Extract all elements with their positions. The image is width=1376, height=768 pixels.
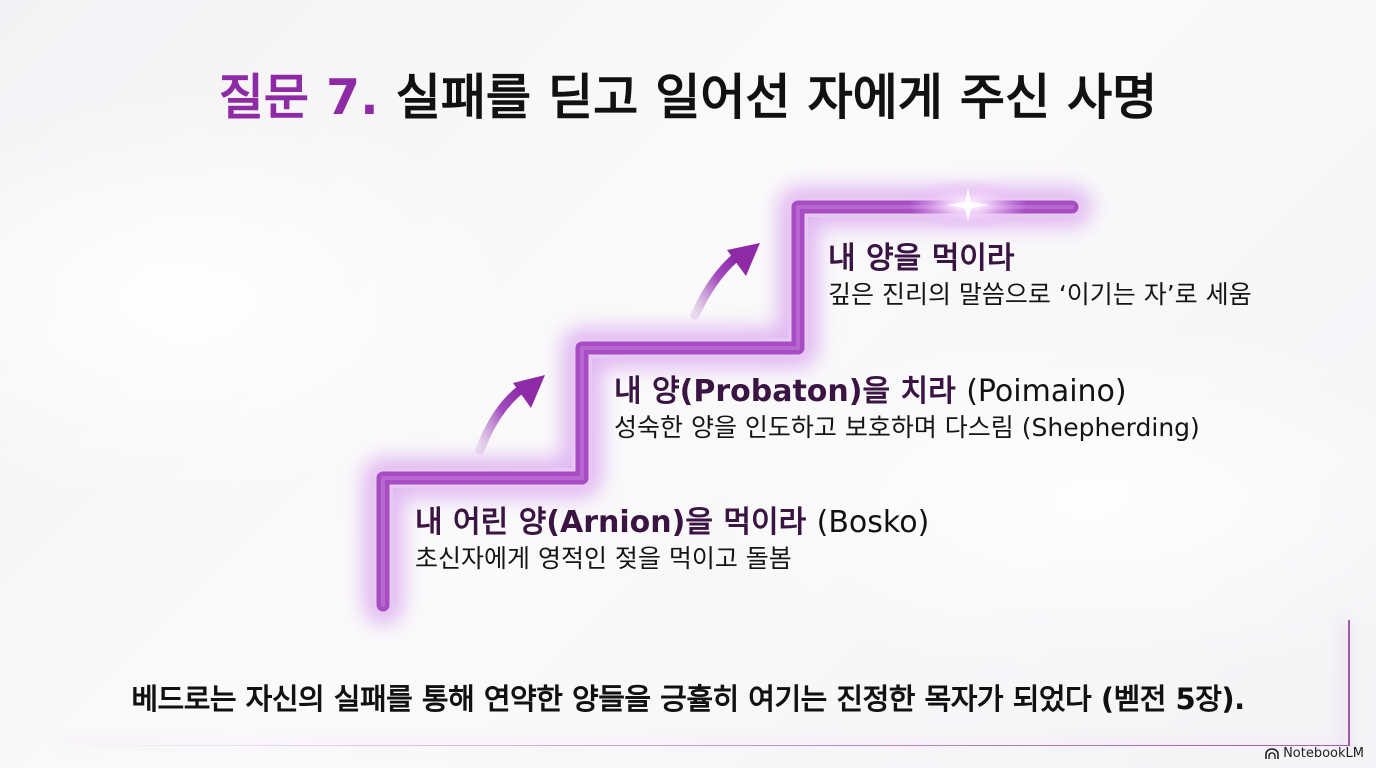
step-1-feed-my-lambs: 내 어린 양(Arnion)을 먹이라 (Bosko) 초신자에게 영적인 젖을… xyxy=(415,504,929,576)
step-2-description: 성숙한 양을 인도하고 보호하며 다스림 (Shepherding) xyxy=(614,413,1200,442)
staircase-line xyxy=(373,197,1082,615)
step-1-description: 초신자에게 영적인 젖을 먹이고 돌봄 xyxy=(415,544,792,573)
up-right-arrow-icon xyxy=(475,375,545,455)
step-1-greek-term: (Bosko) xyxy=(816,505,930,540)
sparkle-icon xyxy=(908,179,1028,231)
step-1-heading: 내 어린 양(Arnion)을 먹이라 (Bosko) xyxy=(415,505,930,540)
step-3-heading: 내 양을 먹이라 xyxy=(828,241,1015,276)
step-2-heading: 내 양(Probaton)을 치라 (Poimaino) xyxy=(614,374,1127,409)
conclusion-text: 베드로는 자신의 실패를 통해 연약한 양들을 긍휼히 여기는 진정한 목자가 … xyxy=(131,682,1245,716)
notebooklm-watermark: NotebookLM xyxy=(1265,746,1364,761)
title-question-number: 질문 7. xyxy=(218,69,379,126)
title-text: 실패를 딛고 일어선 자에게 주신 사명 xyxy=(395,69,1158,126)
notebooklm-logo-icon xyxy=(1265,747,1279,759)
step-2-tend-my-sheep: 내 양(Probaton)을 치라 (Poimaino) 성숙한 양을 인도하고… xyxy=(614,373,1200,445)
watermark-text: NotebookLM xyxy=(1283,746,1364,761)
step-3-description: 깊은 진리의 말씀으로 ‘이기는 자’로 세움 xyxy=(828,280,1252,309)
frame-border-bottom xyxy=(60,745,1350,746)
frame-border-right xyxy=(1348,620,1350,746)
up-right-arrow-icon xyxy=(690,243,760,320)
step-3-feed-my-sheep: 내 양을 먹이라 깊은 진리의 말씀으로 ‘이기는 자’로 세움 xyxy=(828,240,1252,312)
step-2-greek-term: (Poimaino) xyxy=(966,374,1127,409)
page-title: 질문 7. 실패를 딛고 일어선 자에게 주신 사명 xyxy=(0,58,1376,129)
